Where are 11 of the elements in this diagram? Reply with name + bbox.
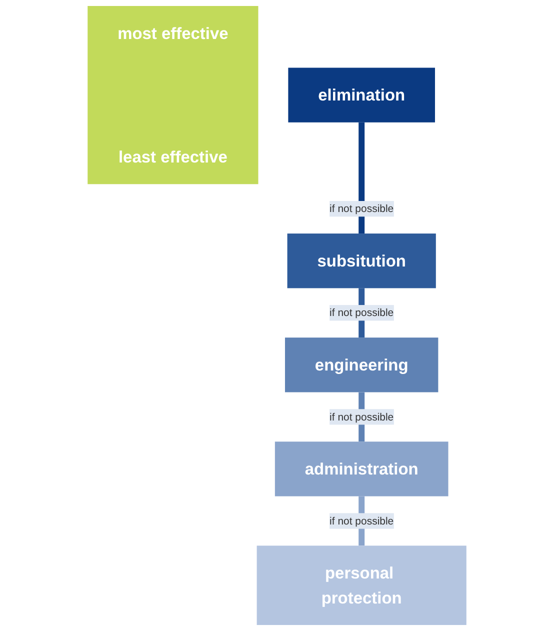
node-box: elimination (288, 68, 435, 122)
node-box: personal protection (256, 546, 466, 625)
edge-label: if not possible (330, 202, 394, 214)
node-box: administration (274, 442, 448, 496)
node-box: most effective least effective (88, 6, 258, 184)
edge-label: if not possible (330, 306, 394, 318)
edge-label: if not possible (330, 410, 394, 423)
node-box: engineering (284, 338, 438, 392)
node-box: subsitution (287, 234, 436, 288)
connector (358, 122, 365, 234)
edge-label: if not possible (330, 514, 394, 527)
